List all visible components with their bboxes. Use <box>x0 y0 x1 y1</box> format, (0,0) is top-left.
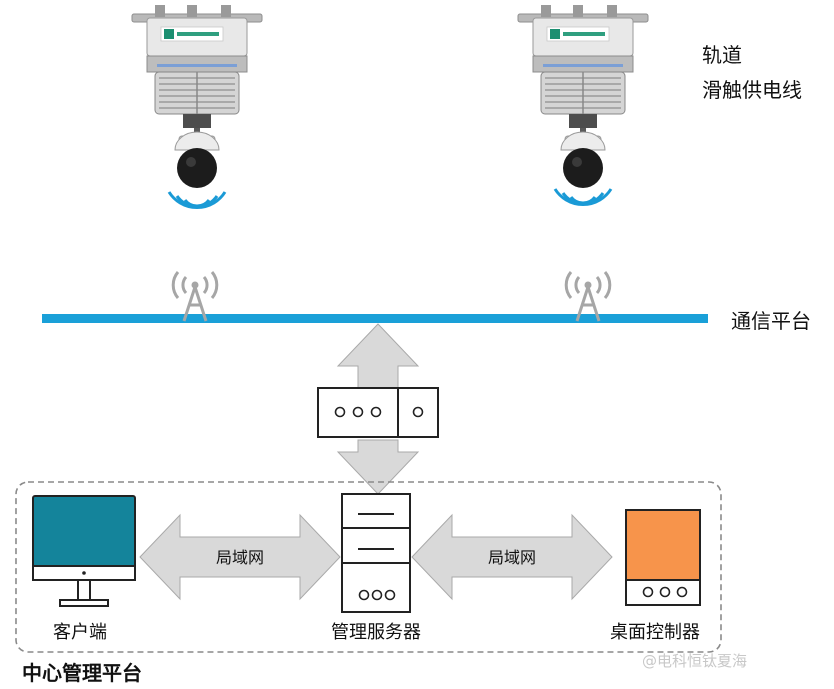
desk-controller-icon <box>625 509 701 606</box>
lan-label-right: 局域网 <box>488 548 536 567</box>
inspection-robot-left <box>131 4 263 189</box>
lan-label-left: 局域网 <box>216 548 264 567</box>
client-monitor-icon <box>32 495 136 607</box>
server-label: 管理服务器 <box>331 622 421 643</box>
lan-arrow-right <box>411 513 613 601</box>
lan-arrow-left <box>139 513 341 601</box>
down-arrow <box>336 439 420 495</box>
wireless-signal-icon <box>167 190 227 210</box>
rail-label-line1: 轨道 <box>702 43 742 67</box>
network-switch <box>317 387 439 438</box>
watermark: @电科恒钛夏海 <box>642 652 747 670</box>
client-label: 客户端 <box>53 622 107 643</box>
center-platform-boundary <box>15 481 722 653</box>
management-server-icon <box>341 493 411 613</box>
rail-label-line2: 滑触供电线 <box>702 78 802 102</box>
up-arrow <box>336 323 420 389</box>
antenna-right-icon <box>564 270 612 323</box>
desk-controller-label: 桌面控制器 <box>610 622 700 643</box>
wireless-signal-icon <box>553 187 613 207</box>
comm-platform-label: 通信平台 <box>731 309 811 333</box>
inspection-robot-right <box>517 4 649 189</box>
antenna-left-icon <box>171 270 219 323</box>
comm-platform-line <box>42 314 708 323</box>
center-platform-label: 中心管理平台 <box>22 661 142 685</box>
